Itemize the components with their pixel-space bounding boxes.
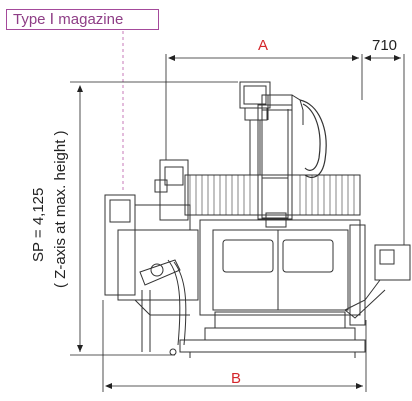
dimension-a bbox=[165, 54, 363, 160]
dimension-a-label: A bbox=[258, 37, 269, 54]
dimension-b-label: B bbox=[231, 370, 242, 387]
dimension-710-label: 710 bbox=[372, 37, 398, 54]
type-magazine-label: Type Ⅰ magazine bbox=[6, 9, 159, 30]
dimension-b bbox=[102, 300, 367, 392]
machine-body bbox=[104, 81, 411, 358]
dimension-height bbox=[70, 81, 238, 356]
dimension-710 bbox=[364, 54, 405, 245]
